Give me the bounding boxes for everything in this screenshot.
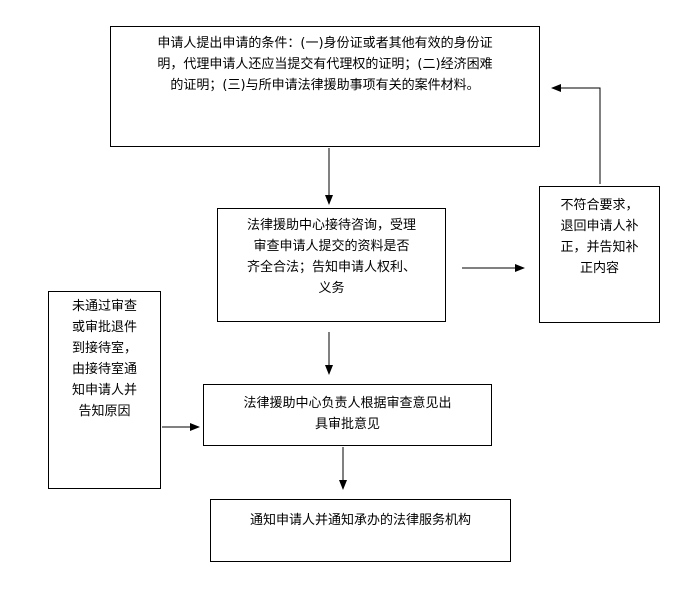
rejection-notice-box: 未通过审查 或审批退件 到接待室， 由接待室通 知申请人并 告知原因: [48, 291, 161, 489]
application-requirements-box: 申请人提出申请的条件：(一)身份证或者其他有效的身份证 明，代理申请人还应当提交…: [110, 26, 540, 147]
consultation-review-box: 法律援助中心接待咨询，受理 审查申请人提交的资料是否 齐全合法；告知申请人权利、…: [217, 208, 446, 322]
notify-applicant-box: 通知申请人并通知承办的法律服务机构: [210, 499, 511, 562]
arrow-return-to-requirements: [551, 84, 601, 184]
return-for-correction-box: 不符合要求， 退回申请人补 正，并告知补 正内容: [539, 186, 660, 323]
approval-opinion-box: 法律援助中心负责人根据审查意见出 具审批意见: [203, 384, 492, 446]
